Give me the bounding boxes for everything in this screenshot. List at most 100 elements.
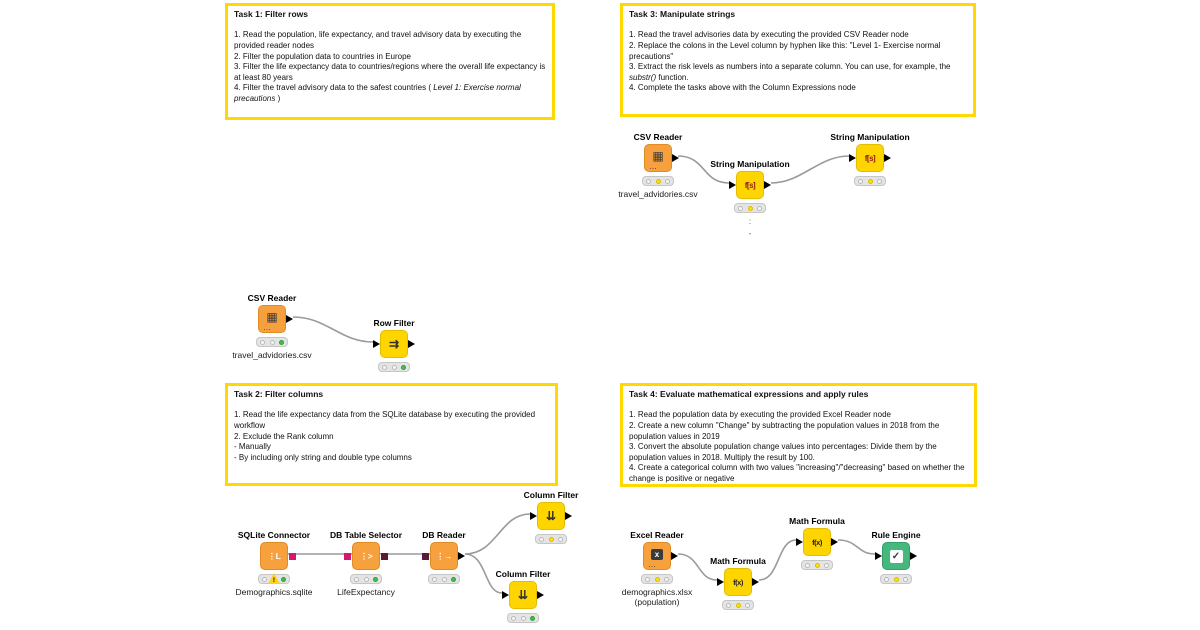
traffic-light bbox=[854, 176, 886, 186]
output-port[interactable] bbox=[831, 538, 838, 546]
node-body[interactable]: ▦ … bbox=[258, 305, 293, 333]
node-body[interactable]: ⇊ bbox=[502, 581, 544, 609]
annotation-task4[interactable]: Task 4: Evaluate mathematical expression… bbox=[620, 383, 977, 487]
node-file-label: demographics.xlsx (population) bbox=[621, 587, 693, 608]
node-label: CSV Reader bbox=[247, 293, 297, 303]
traffic-light bbox=[428, 574, 460, 584]
annotation-item: 2. Create a new column "Change" by subtr… bbox=[629, 420, 940, 441]
connection-math2-to-ruleengine[interactable] bbox=[837, 539, 876, 555]
db-session-output-port[interactable] bbox=[289, 552, 296, 560]
connection-csv-to-rowfilter[interactable] bbox=[292, 316, 374, 343]
node-column-filter-bottom[interactable]: Column Filter ⇊ bbox=[453, 568, 593, 623]
connection-string1-to-string2[interactable] bbox=[770, 155, 850, 184]
input-port[interactable] bbox=[502, 591, 509, 599]
db-data-input-port[interactable] bbox=[422, 552, 429, 560]
node-sqlite-connector[interactable]: SQLite Connector ⋮L ! Demographics.sqlit… bbox=[204, 529, 344, 597]
input-port[interactable] bbox=[530, 512, 537, 520]
db-reader-icon: ⋮→ bbox=[436, 550, 453, 561]
node-row-filter[interactable]: Row Filter ⇉ bbox=[324, 317, 464, 372]
traffic-light bbox=[722, 600, 754, 610]
output-port[interactable] bbox=[884, 154, 891, 162]
warning-icon: ! bbox=[268, 573, 280, 584]
annotation-item: 2. Replace the colons in the Level colum… bbox=[629, 40, 941, 61]
node-db-table-selector[interactable]: DB Table Selector ⋮> LifeExpectancy bbox=[296, 529, 436, 597]
node-note: : - bbox=[748, 217, 752, 238]
connection-dbreader-to-columnfilter-bottom[interactable] bbox=[464, 553, 503, 594]
node-label: DB Table Selector bbox=[329, 530, 403, 540]
node-label: Math Formula bbox=[789, 516, 845, 526]
input-port[interactable] bbox=[796, 538, 803, 546]
traffic-light bbox=[880, 574, 912, 584]
node-file-label: LifeExpectancy bbox=[337, 587, 395, 597]
db-data-output-port[interactable] bbox=[381, 552, 388, 560]
node-body[interactable]: ⋮> bbox=[344, 542, 388, 570]
output-port[interactable] bbox=[764, 181, 771, 189]
node-math-formula-2[interactable]: Math Formula f(x) bbox=[747, 515, 887, 570]
node-body[interactable]: ⇊ bbox=[530, 502, 572, 530]
annotation-item: 3. Filter the life expectancy data to co… bbox=[234, 62, 546, 82]
node-label: Row Filter bbox=[373, 318, 415, 328]
input-port[interactable] bbox=[717, 578, 724, 586]
traffic-light bbox=[350, 574, 382, 584]
output-port[interactable] bbox=[671, 552, 678, 560]
connection-csv-to-string1[interactable] bbox=[677, 155, 730, 184]
node-body[interactable]: ▦ … bbox=[644, 144, 679, 172]
input-port[interactable] bbox=[373, 340, 380, 348]
annotation-item: 1. Read the population, life expectancy,… bbox=[234, 30, 522, 50]
output-port[interactable] bbox=[286, 315, 293, 323]
annotation-item: 4. Create a categorical column with two … bbox=[629, 463, 965, 484]
node-math-formula-1[interactable]: Math Formula f(x) bbox=[668, 555, 808, 610]
node-body[interactable]: x … bbox=[643, 542, 678, 570]
node-string-manipulation-2[interactable]: String Manipulation f[s] bbox=[800, 131, 940, 186]
node-body[interactable]: f[s] bbox=[849, 144, 891, 172]
traffic-light bbox=[535, 534, 567, 544]
csv-reader-dots-icon: … bbox=[649, 162, 657, 171]
node-body[interactable]: ⋮L bbox=[260, 542, 296, 570]
annotation-task3[interactable]: Task 3: Manipulate strings 1. Read the t… bbox=[620, 3, 976, 117]
traffic-light bbox=[642, 176, 674, 186]
node-body[interactable]: ⋮→ bbox=[422, 542, 465, 570]
node-body[interactable]: ⇉ bbox=[373, 330, 415, 358]
traffic-light bbox=[801, 560, 833, 570]
node-label: SQLite Connector bbox=[237, 530, 311, 540]
traffic-light bbox=[256, 337, 288, 347]
connection-excel-to-math1[interactable] bbox=[677, 553, 718, 581]
node-body[interactable]: ✓ bbox=[875, 542, 917, 570]
node-body[interactable]: f(x) bbox=[717, 568, 759, 596]
output-port[interactable] bbox=[910, 552, 917, 560]
input-port[interactable] bbox=[875, 552, 882, 560]
node-label: Excel Reader bbox=[630, 530, 684, 540]
annotation-title: Task 1: Filter rows bbox=[234, 9, 309, 19]
annotation-item: 1. Read the life expectancy data from th… bbox=[234, 410, 536, 430]
string-manipulation-icon: f[s] bbox=[744, 180, 756, 190]
output-port[interactable] bbox=[672, 154, 679, 162]
output-port[interactable] bbox=[537, 591, 544, 599]
annotation-task1[interactable]: Task 1: Filter rows 1. Read the populati… bbox=[225, 3, 555, 120]
node-body[interactable]: f[s] bbox=[729, 171, 771, 199]
column-filter-icon: ⇊ bbox=[517, 588, 529, 602]
annotation-task2[interactable]: Task 2: Filter columns 1. Read the life … bbox=[225, 383, 558, 486]
db-session-input-port[interactable] bbox=[344, 552, 351, 560]
node-label: Math Formula bbox=[710, 556, 766, 566]
node-csv-reader-rows[interactable]: CSV Reader ▦ … travel_advidories.csv bbox=[202, 292, 342, 360]
node-rule-engine[interactable]: Rule Engine ✓ bbox=[826, 529, 966, 584]
input-port[interactable] bbox=[729, 181, 736, 189]
annotation-title: Task 4: Evaluate mathematical expression… bbox=[629, 389, 869, 399]
math-formula-icon: f(x) bbox=[733, 577, 743, 587]
excel-reader-icon: x bbox=[651, 548, 663, 560]
connection-dbreader-to-columnfilter-top[interactable] bbox=[464, 513, 531, 555]
traffic-light bbox=[378, 362, 410, 372]
node-string-manipulation-1[interactable]: String Manipulation f[s] : - bbox=[680, 158, 820, 240]
row-filter-icon: ⇉ bbox=[388, 337, 400, 351]
sqlite-connector-icon: ⋮L bbox=[267, 550, 281, 561]
output-port[interactable] bbox=[408, 340, 415, 348]
node-label: String Manipulation bbox=[830, 132, 910, 142]
output-port[interactable] bbox=[752, 578, 759, 586]
input-port[interactable] bbox=[849, 154, 856, 162]
excel-reader-dots-icon: … bbox=[648, 560, 656, 569]
output-port[interactable] bbox=[565, 512, 572, 520]
connection-math1-to-math2[interactable] bbox=[758, 539, 797, 581]
node-db-reader[interactable]: DB Reader ⋮→ bbox=[374, 529, 514, 584]
output-port[interactable] bbox=[458, 552, 465, 560]
